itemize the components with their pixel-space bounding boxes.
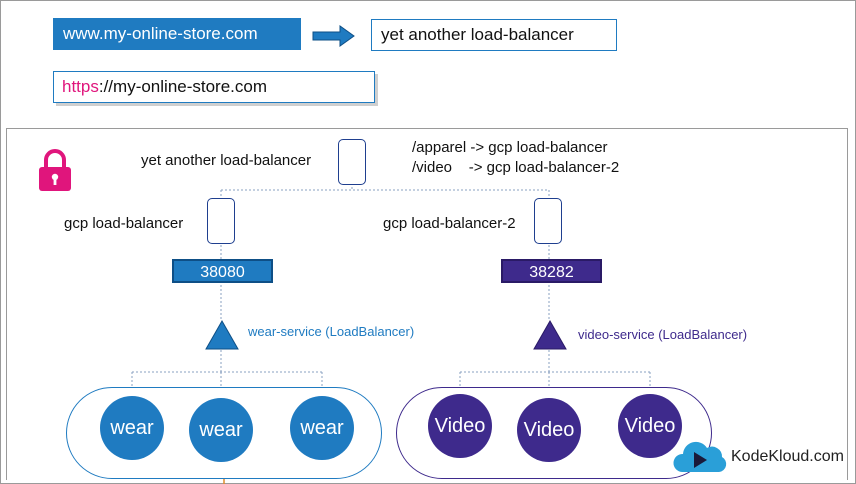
lock-icon — [39, 149, 71, 191]
right-lb-label: gcp load-balancer-2 — [383, 215, 516, 232]
wear-pod-1: wear — [100, 396, 164, 460]
cluster-boundary — [6, 128, 848, 480]
left-lb-node — [207, 198, 235, 244]
brand-name: KodeKloud.com — [731, 448, 844, 465]
external-lb-box: yet another load-balancer — [371, 19, 617, 51]
top-lb-label: yet another load-balancer — [141, 152, 312, 169]
https-scheme: https — [62, 77, 99, 96]
domain-url-box: www.my-online-store.com — [53, 18, 301, 50]
https-url-box: https://my-online-store.com — [53, 71, 375, 103]
video-service-triangle-icon — [533, 320, 567, 350]
arrow-right-icon — [312, 25, 355, 47]
video-pod-2: Video — [517, 398, 581, 462]
routing-rule-apparel: /apparel -> gcp load-balancer — [412, 139, 608, 156]
right-lb-node — [534, 198, 562, 244]
video-pod-1: Video — [428, 394, 492, 458]
wear-pod-2: wear — [189, 398, 253, 462]
wear-service-label: wear-service (LoadBalancer) — [248, 324, 415, 339]
wear-service-triangle-icon — [205, 320, 239, 350]
left-lb-label: gcp load-balancer — [64, 215, 184, 232]
routing-rule-video: /video -> gcp load-balancer-2 — [412, 159, 620, 176]
top-lb-node — [338, 139, 366, 185]
video-service-label: video-service (LoadBalancer) — [578, 327, 748, 342]
right-node-port: 38282 — [501, 259, 602, 283]
video-pod-3: Video — [618, 394, 682, 458]
wear-pod-3: wear — [290, 396, 354, 460]
left-node-port: 38080 — [172, 259, 273, 283]
kodekloud-cloud-icon — [673, 441, 727, 472]
https-host: ://my-online-store.com — [98, 77, 268, 96]
